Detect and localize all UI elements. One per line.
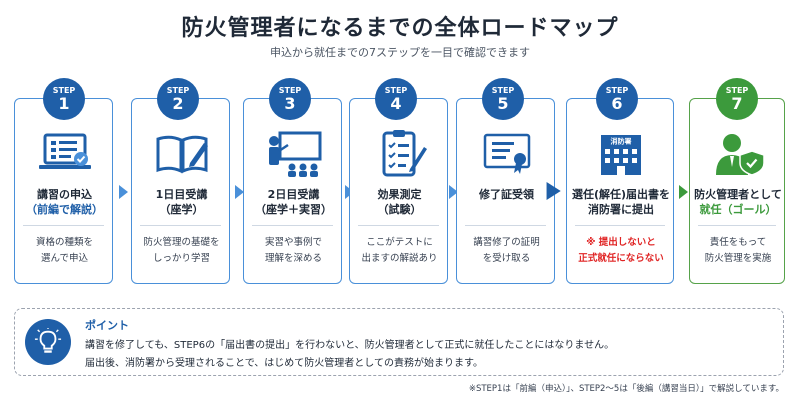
step-4-title: 効果測定 （試験） xyxy=(377,188,422,216)
step-number: 6 xyxy=(611,94,623,113)
step-number: 2 xyxy=(172,94,184,113)
step-6-warning: ※ 提出しないと正式就任にならない xyxy=(578,237,664,264)
step-1-desc: 資格の種類を選んで申込 xyxy=(35,237,93,264)
footnote: ※STEP1は「前編（申込）」、STEP2～5は「後編（講習当日）」で解説してい… xyxy=(468,384,784,394)
step-4-desc: ここがテストに出ますの解説あり xyxy=(361,237,438,264)
step-3-desc: 実習や事例で理解を深める xyxy=(264,237,322,264)
lecture-icon xyxy=(244,129,343,177)
step-5-desc: 講習修了の証明を受け取る xyxy=(473,237,540,264)
step-7-card: 防火管理者として 就任（ゴール） 責任をもって防火管理を実施 xyxy=(689,98,785,284)
clipboard-check-icon xyxy=(350,129,449,177)
step-6-card: 消防署 選任(解任)届出書を 消防署に提出 ※ 提出しないと正式就任にならない xyxy=(566,98,674,284)
step-7-badge: STEP 7 xyxy=(716,78,758,120)
step-number: 3 xyxy=(284,94,296,113)
step-label: STEP xyxy=(384,86,408,95)
step-number: 7 xyxy=(731,94,743,113)
arrow-right-green-icon xyxy=(676,184,690,199)
page-title: 防火管理者になるまでの全体ロードマップ xyxy=(181,16,619,41)
divider xyxy=(252,225,333,226)
point-title: ポイント xyxy=(85,319,129,332)
step-7-title: 防火管理者として 就任（ゴール） xyxy=(694,188,782,216)
step-2-card: 1日目受講 （座学） 防火管理の基礎をしっかり学習 xyxy=(131,98,230,284)
step-2-badge: STEP 2 xyxy=(157,78,199,120)
step-1-badge: STEP 1 xyxy=(43,78,85,120)
divider xyxy=(358,225,439,226)
arrow-right-bold-icon xyxy=(544,182,562,200)
arrow-right-icon xyxy=(116,184,130,199)
step-4-card: 効果測定 （試験） ここがテストに出ますの解説あり xyxy=(349,98,448,284)
step-5-title: 修了証受領 xyxy=(479,188,534,201)
step-number: 4 xyxy=(390,94,402,113)
certificate-icon xyxy=(457,129,556,177)
step-4-badge: STEP 4 xyxy=(375,78,417,120)
fire-station-icon: 消防署 xyxy=(567,129,675,177)
step-1-card: 講習の申込 （前編で解説） 資格の種類を選んで申込 xyxy=(14,98,113,284)
step-7-desc: 責任をもって防火管理を実施 xyxy=(704,237,772,264)
step-label: STEP xyxy=(52,86,76,95)
building-sign-label: 消防署 xyxy=(611,137,632,146)
divider xyxy=(465,225,546,226)
step-3-card: 2日目受講 （座学＋実習） 実習や事例で理解を深める xyxy=(243,98,342,284)
lightbulb-icon xyxy=(25,319,71,365)
divider xyxy=(575,225,665,226)
step-label: STEP xyxy=(725,86,749,95)
laptop-checklist-icon xyxy=(15,129,114,177)
step-3-title: 2日目受講 （座学＋実習） xyxy=(255,188,332,216)
step-label: STEP xyxy=(491,86,515,95)
step-2-title: 1日目受講 （座学） xyxy=(155,188,208,216)
point-text-line-1: 講習を修了しても、STEP6の「届出書の提出」を行わないと、防火管理者として正式… xyxy=(85,340,615,351)
step-3-badge: STEP 3 xyxy=(269,78,311,120)
step-6-title: 選任(解任)届出書を 消防署に提出 xyxy=(571,188,671,216)
page-subtitle: 申込から就任までの7ステップを一目で確認できます xyxy=(270,46,530,59)
point-box: ポイント 講習を修了しても、STEP6の「届出書の提出」を行わないと、防火管理者… xyxy=(14,308,784,376)
step-label: STEP xyxy=(166,86,190,95)
step-5-badge: STEP 5 xyxy=(482,78,524,120)
step-5-card: 修了証受領 講習修了の証明を受け取る xyxy=(456,98,555,284)
arrow-right-icon xyxy=(232,184,246,199)
arrow-right-icon xyxy=(446,184,460,199)
step-1-title: 講習の申込 （前編で解説） xyxy=(26,188,103,216)
point-text-line-2: 届出後、消防署から受理されることで、はじめて防火管理者としての責務が始まります。 xyxy=(85,358,483,369)
step-6-badge: STEP 6 xyxy=(596,78,638,120)
step-label: STEP xyxy=(278,86,302,95)
divider xyxy=(23,225,104,226)
step-2-desc: 防火管理の基礎をしっかり学習 xyxy=(143,237,220,264)
step-number: 1 xyxy=(58,94,70,113)
step-label: STEP xyxy=(605,86,629,95)
manager-shield-icon xyxy=(690,129,786,177)
divider xyxy=(698,225,776,226)
divider xyxy=(140,225,221,226)
step-number: 5 xyxy=(497,94,509,113)
open-book-icon xyxy=(132,129,231,177)
